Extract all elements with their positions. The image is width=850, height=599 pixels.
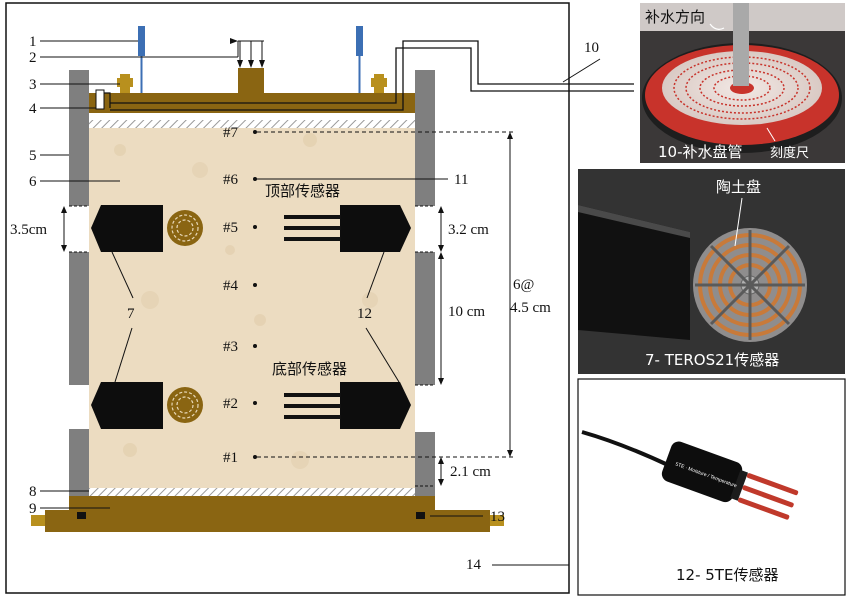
- callout-11: 11: [454, 172, 468, 188]
- level-5: #5: [223, 220, 238, 236]
- teros21-bottom-sensor: [91, 382, 203, 429]
- dim-port-right: 3.2 cm: [448, 222, 489, 238]
- callout-4: 4: [29, 101, 37, 117]
- callout-5: 5: [29, 148, 37, 164]
- drain-port-left: [77, 512, 86, 519]
- callout-3: 3: [29, 77, 37, 93]
- callout-10: 10: [584, 40, 599, 56]
- level-2: #2: [223, 396, 238, 412]
- coil-supply-pipe: [733, 3, 749, 86]
- teros-caption: 7- TEROS21传感器: [645, 351, 779, 369]
- callout-14: 14: [466, 557, 482, 573]
- teros-body: [578, 205, 690, 340]
- dim-port-left: 3.5cm: [10, 222, 47, 238]
- callout-8: 8: [29, 484, 37, 500]
- photo-teros21-panel: 陶土盘 7- TEROS21传感器: [578, 169, 845, 374]
- top-porous-plate: [89, 120, 415, 128]
- callout-2: 2: [29, 50, 37, 66]
- photo-5te-panel: 5TE · Moisture / Temperature 12- 5TE传感器: [577, 378, 846, 596]
- base-plate: [45, 510, 490, 532]
- right-wall-middle: [415, 252, 435, 385]
- 5te-caption: 12- 5TE传感器: [676, 566, 778, 584]
- callout-13: 13: [490, 509, 505, 525]
- level-7: #7: [223, 125, 239, 141]
- callout-7: 7: [127, 306, 135, 322]
- level-1: #1: [223, 450, 238, 466]
- 5te-top-sensor: [284, 205, 411, 252]
- dimensions: [61, 132, 513, 487]
- coil-caption: 10-补水盘管: [658, 143, 743, 161]
- level-6: #6: [223, 172, 239, 188]
- photo-coil-panel: 补水方向 10-补水盘管 刻度尺: [640, 3, 845, 163]
- top-sensor-label: 顶部传感器: [265, 182, 340, 200]
- callout-1: 1: [29, 34, 37, 50]
- level-4: #4: [223, 278, 239, 294]
- base-bolt-right: [490, 515, 504, 526]
- teros21-top-sensor: [91, 205, 203, 252]
- top-center-fitting: [238, 68, 264, 93]
- drain-port-right: [416, 512, 425, 519]
- rod-left: [138, 26, 145, 56]
- left-wall-lower: [69, 429, 89, 517]
- main-figure-frame: [5, 2, 570, 594]
- coil-direction-label: 补水方向: [645, 8, 705, 26]
- right-wall-lower: [415, 432, 435, 517]
- teros-disk-label: 陶土盘: [716, 178, 761, 196]
- callout-9: 9: [29, 501, 37, 517]
- level-markers: #7 #6 #5 #4 #3 #2 #1: [223, 125, 515, 466]
- dim-bottom: 2.1 cm: [450, 464, 491, 480]
- callout-12: 12: [357, 306, 372, 322]
- dim-levels-line1: 6@: [513, 277, 535, 293]
- coil-scale-label: 刻度尺: [770, 145, 809, 161]
- bottom-sensor-label: 底部传感器: [272, 360, 347, 378]
- rod-right: [356, 26, 363, 56]
- left-wall-middle: [69, 252, 89, 385]
- 5te-cable: [581, 430, 669, 467]
- right-wall-upper: [415, 70, 435, 206]
- base-upper: [69, 496, 435, 510]
- base-bolt-left: [31, 515, 45, 526]
- 5te-head: 5TE · Moisture / Temperature: [661, 441, 799, 520]
- water-supply-tube-outer: [110, 40, 634, 111]
- callout-lines: [40, 40, 601, 566]
- soil-sample: [89, 120, 415, 495]
- dim-spacing-mid: 10 cm: [448, 304, 485, 320]
- water-supply-tube-inner: [110, 47, 634, 104]
- bottom-porous-plate: [89, 488, 415, 496]
- 5te-bottom-sensor: [284, 382, 411, 429]
- level-3: #3: [223, 339, 238, 355]
- dim-levels-line2: 4.5 cm: [510, 300, 551, 316]
- callout-6: 6: [29, 174, 37, 190]
- left-wall-upper: [69, 70, 89, 206]
- soil-texture: [114, 133, 378, 469]
